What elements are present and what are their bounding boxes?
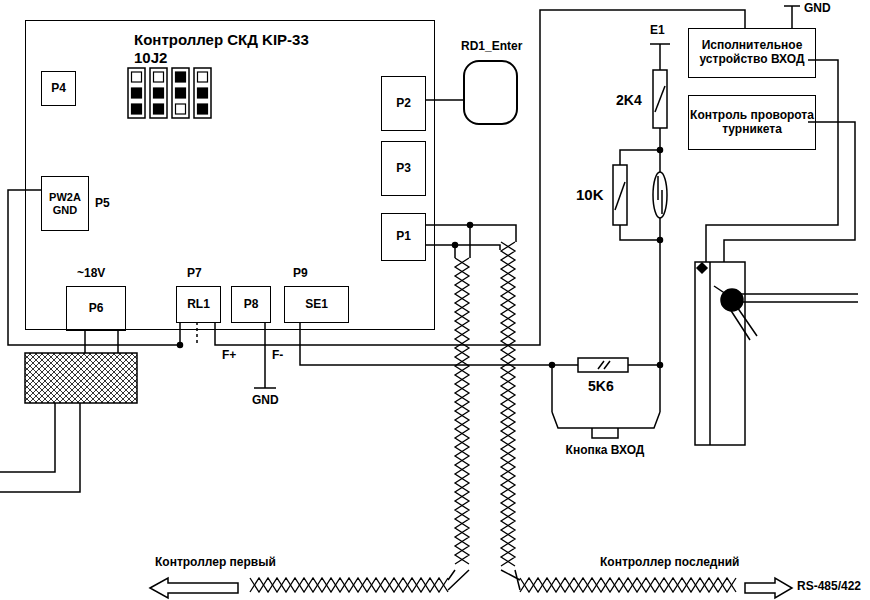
bus-direction-label: Контроллер первый — [155, 556, 276, 570]
reader-name: RD1_Enter — [461, 40, 522, 54]
bus-type-label: RS-485/422 — [797, 580, 861, 594]
port-name: P4 — [51, 82, 66, 96]
jumper-pins — [132, 72, 208, 114]
twisted-pair — [455, 258, 469, 564]
twisted-pair — [501, 242, 515, 566]
transformer — [0, 330, 137, 492]
twisted-pair — [520, 578, 736, 592]
twisted-pair — [501, 242, 515, 566]
port-box: P1 — [381, 213, 426, 261]
port-name: P7 — [187, 267, 202, 281]
twisted-pair — [455, 258, 469, 564]
twisted-pair — [250, 578, 448, 592]
resistor-value: 2K4 — [616, 92, 642, 108]
port-name: Исполнительное устройство ВХОД — [689, 39, 815, 67]
twisted-pair — [520, 578, 736, 592]
bus-direction-label: Контроллер последний — [600, 556, 739, 570]
relay-box: P7RL1 — [176, 286, 221, 323]
ground-label: GND — [804, 2, 831, 16]
port-name: P5 — [95, 197, 110, 211]
push-button — [552, 365, 660, 438]
card-reader: RD1_Enter — [463, 60, 518, 125]
port-box: P3 — [381, 141, 426, 196]
relay-contact — [196, 322, 198, 345]
ground-symbol — [784, 6, 800, 28]
port-name: P8 — [244, 298, 259, 312]
turnstile — [695, 262, 858, 445]
port-box: P8 — [231, 286, 271, 323]
wire — [8, 190, 180, 345]
port-box: P4 — [41, 71, 76, 106]
twisted-pair — [250, 578, 448, 592]
wire — [426, 99, 463, 101]
controller-title: Контроллер СКД KIP-33 — [134, 31, 309, 48]
terminal-name: E1 — [650, 24, 665, 38]
bus-wires — [425, 223, 520, 591]
resistor-value: 5K6 — [588, 378, 614, 394]
port-box: ~18VP6 — [66, 286, 126, 331]
port-box: P2 — [381, 76, 426, 131]
port-name: P3 — [396, 162, 411, 176]
sensor-loop — [300, 44, 670, 372]
jumper-block — [128, 68, 211, 118]
port-name: Контроль проворота турникета — [689, 109, 815, 137]
power-port-box: PW2AGNDP5 — [41, 176, 89, 231]
signal-name: F- — [272, 349, 283, 363]
bus-arrow — [150, 578, 238, 598]
button-name: Кнопка ВХОД — [565, 444, 645, 458]
device-box: Контроль проворота турникета — [688, 95, 816, 150]
resistor-value: 10K — [576, 186, 604, 203]
port-name: P6 — [89, 302, 104, 316]
voltage-label: ~18V — [77, 267, 105, 281]
pin-name: GND — [53, 204, 77, 217]
port-name: P1 — [396, 230, 411, 244]
bus-arrow — [745, 578, 792, 598]
device-box: Исполнительное устройство ВХОД — [688, 28, 816, 78]
pin-name: PW2A — [49, 191, 81, 204]
jumper-name: 10J2 — [134, 49, 167, 66]
port-name: SE1 — [305, 298, 328, 312]
signal-name: F+ — [222, 349, 236, 363]
jumper-block: 10J2 — [126, 69, 216, 121]
turnstile-wire — [706, 60, 855, 262]
port-name: P9 — [293, 267, 308, 281]
wire — [215, 10, 745, 345]
ground-label: GND — [252, 394, 279, 408]
sensor-port-box: P9SE1 — [284, 286, 349, 323]
port-name: RL1 — [187, 298, 210, 312]
controller-box: Контроллер СКД KIP-33P410J2P2P3PW2AGNDP5… — [25, 20, 435, 330]
port-name: P2 — [396, 97, 411, 111]
